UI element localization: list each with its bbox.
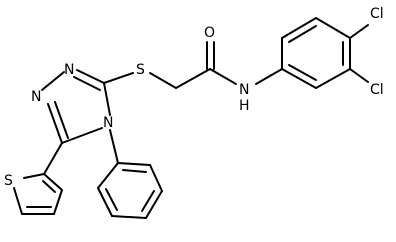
bond-ar2-ar3 — [281, 17, 317, 39]
bond-n1-c5-double — [54, 101, 69, 139]
bond-ar2-ar3-inner — [288, 25, 317, 43]
atom-label-line: N — [239, 82, 249, 98]
bond-th3-th2 — [43, 173, 63, 191]
bond-n-aryl — [255, 68, 283, 85]
bond-ph2-ph3 — [97, 187, 113, 217]
bond-ch2-carbonyl — [175, 68, 211, 89]
bond-ph5-ph6 — [149, 164, 163, 192]
bond-ph4-ph5-inner — [141, 190, 155, 212]
bond-ph3-ph4 — [111, 215, 147, 219]
bond-c5-th2 — [43, 142, 63, 175]
bond-ph4-ph5 — [145, 190, 163, 219]
bond-n1-n2 — [41, 71, 65, 91]
atom-chlorine-para: Cl — [370, 6, 384, 22]
bond-n4-c5 — [61, 127, 103, 144]
atom-triazole-n4: N — [103, 115, 113, 131]
bond-carbonyl-n — [209, 68, 237, 85]
bond-ar5-cl — [349, 68, 369, 83]
bond-s-th5 — [13, 187, 23, 215]
bond-th4-th3 — [53, 189, 63, 215]
bond-ph2-ph3-inner — [105, 188, 118, 211]
bond-c3-n4 — [103, 82, 111, 116]
bond-th2-s — [23, 173, 45, 179]
atom-label-line: H — [239, 98, 250, 114]
bond-n2-c3 — [76, 69, 105, 84]
bond-n1-c5 — [47, 103, 63, 144]
bond-ar5-ar6 — [315, 68, 351, 89]
bond-ar6-ar1-inner — [288, 64, 317, 81]
bond-ph6-ph1-inner — [122, 169, 147, 173]
atom-chlorine-meta: Cl — [370, 82, 384, 98]
bond-c3-s — [103, 72, 134, 84]
atom-triazole-n1: N — [31, 89, 41, 105]
bond-th3-th2-inner — [42, 180, 56, 193]
bond-ar6-ar1 — [281, 68, 317, 89]
bond-ph6-ph1 — [117, 162, 151, 166]
bond-ph1-ph2 — [97, 162, 119, 189]
bond-s-ch2 — [149, 72, 177, 89]
bond-n4-ph — [109, 129, 119, 164]
atom-triazole-n2: N — [64, 62, 74, 78]
bond-n2-c3-double — [73, 76, 101, 91]
atom-thiophene-sulfur: S — [4, 173, 13, 189]
bond-ar3-ar4 — [315, 17, 351, 39]
atom-thioether-sulfur: S — [136, 62, 145, 78]
bonds — [13, 17, 369, 219]
bond-ar4-cl — [349, 24, 369, 39]
atom-oxygen: O — [204, 25, 215, 41]
